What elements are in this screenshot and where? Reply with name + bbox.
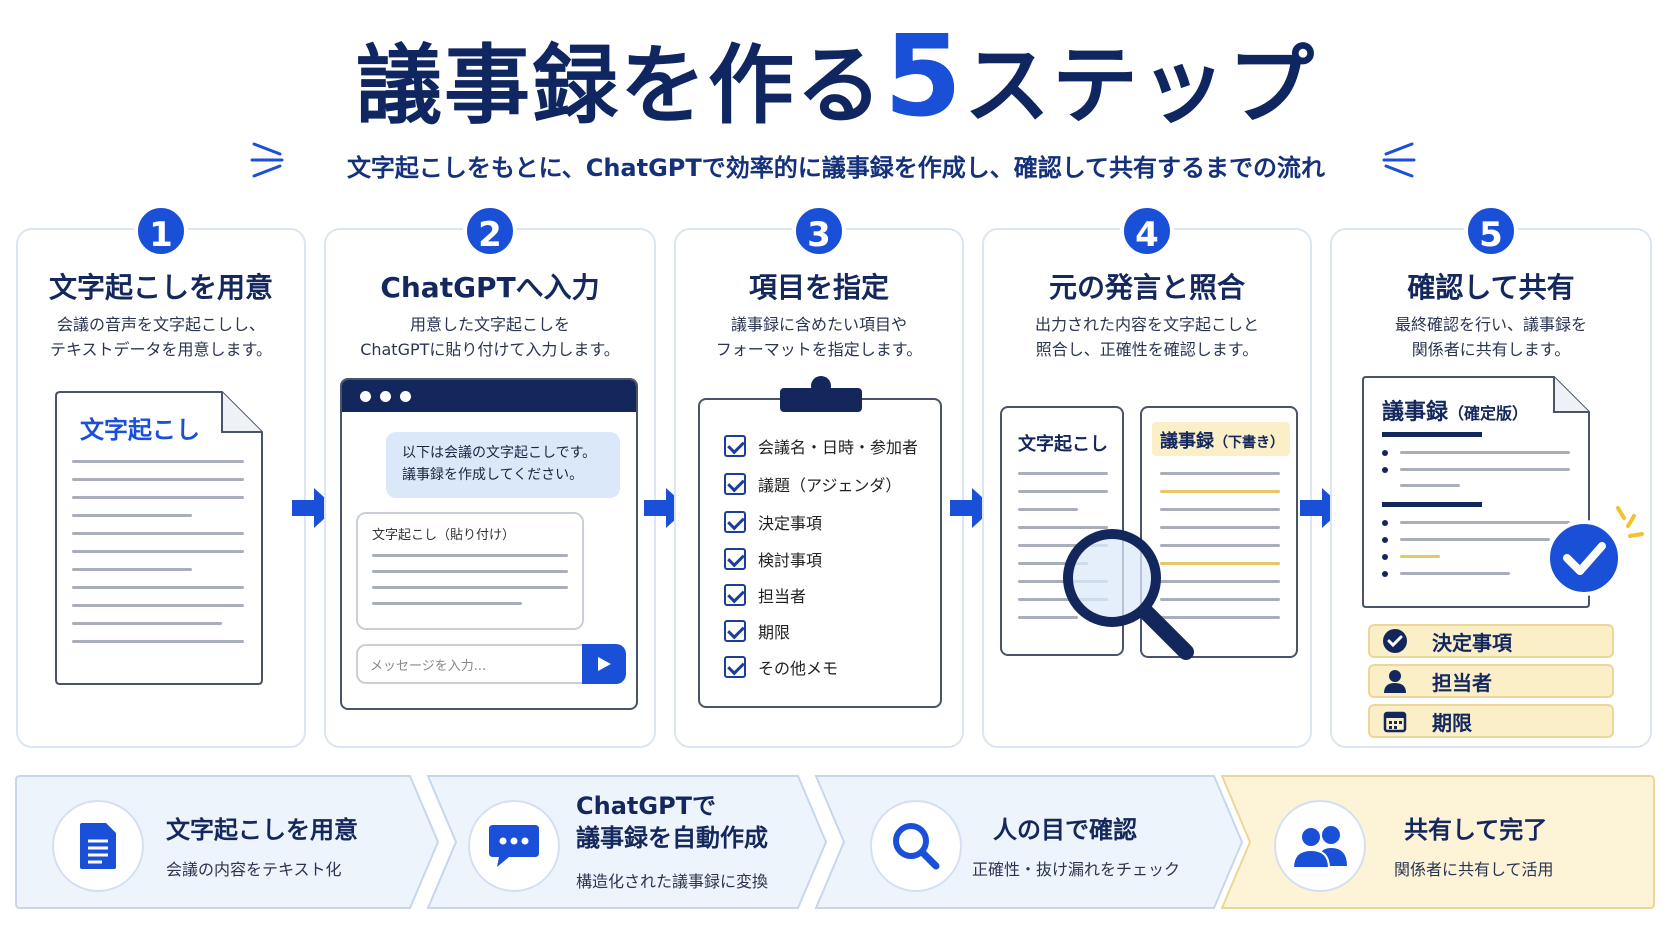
summary-subtitle: 構造化された議事録に変換 <box>576 872 769 891</box>
step-title: 元の発言と照合 <box>1048 271 1245 304</box>
checkbox-checked-icon <box>724 548 746 570</box>
step-number-badge: 3 <box>792 204 846 258</box>
checkbox-checked-icon <box>724 435 746 457</box>
page-title: 議事録を作る5ステップ <box>356 12 1316 142</box>
chat-icon <box>489 825 539 867</box>
step-number-badge: 2 <box>463 204 517 258</box>
search-icon <box>893 823 940 870</box>
checkbox-checked-icon <box>724 656 746 678</box>
checkbox-checked-icon <box>724 584 746 606</box>
draft-title-label: 議事録（下書き） <box>1152 422 1290 456</box>
summary-item-2: ChatGPTで議事録を自動作成 構造化された議事録に変換 <box>440 778 820 913</box>
checklist-item: 会議名・日時・参加者 <box>724 434 918 458</box>
window-titlebar <box>342 380 636 412</box>
users-icon <box>1291 826 1347 868</box>
step-card-3: 3 項目を指定 議事録に含めたい項目やフォーマットを指定します。 会議名・日時・… <box>674 204 964 748</box>
window-dot-icon <box>360 390 371 402</box>
tag-decisions: 決定事項 <box>1368 624 1614 658</box>
step-title: 確認して共有 <box>1407 271 1575 304</box>
checkbox-checked-icon <box>724 511 746 533</box>
step-description: 出力された内容を文字起こしと照合し、正確性を確認します。 <box>1034 315 1259 359</box>
summary-subtitle: 正確性・抜け漏れをチェック <box>972 860 1181 879</box>
summary-item-3: 人の目で確認 正確性・抜け漏れをチェック <box>828 778 1228 913</box>
paste-label: 文字起こし（貼り付け） <box>372 528 516 543</box>
checkbox-checked-icon <box>724 473 746 495</box>
summary-title: 文字起こしを用意 <box>166 816 358 844</box>
step-title: 項目を指定 <box>748 271 889 304</box>
right-deco-lines-icon <box>1382 142 1416 178</box>
summary-subtitle: 関係者に共有して活用 <box>1394 860 1554 879</box>
summary-item-1: 文字起こしを用意 会議の内容をテキスト化 <box>16 778 436 913</box>
pasted-transcript-box: 文字起こし（貼り付け） <box>356 512 584 630</box>
window-dot-icon <box>400 390 411 402</box>
clipboard-clip-icon <box>780 376 862 412</box>
document-icon <box>80 823 116 869</box>
step-number-badge: 5 <box>1464 204 1518 258</box>
window-dot-icon <box>380 390 391 402</box>
chat-window: 以下は会議の文字起こしです。議事録を作成してください。 文字起こし（貼り付け） … <box>340 378 638 710</box>
final-minutes-document: 議事録（確定版） <box>1360 374 1592 610</box>
document-page-icon <box>55 391 263 685</box>
step-title: 文字起こしを用意 <box>48 271 273 304</box>
document-title: 議事録（確定版） <box>1382 400 1529 425</box>
checkbox-checked-icon <box>724 620 746 642</box>
step-card-5: 5 確認して共有 最終確認を行い、議事録を関係者に共有します。 議事録（確定版） <box>1330 204 1652 748</box>
draft-minutes-sheet: 議事録（下書き） <box>1140 406 1298 658</box>
calendar-icon <box>1383 711 1407 733</box>
person-icon <box>1384 670 1406 693</box>
checklist-item: 決定事項 <box>724 510 822 534</box>
left-deco-lines-icon <box>250 142 284 178</box>
step-description: 会議の音声を文字起こしし、テキストデータを用意します。 <box>50 315 272 359</box>
checklist-item: 議題（アジェンダ） <box>724 472 901 496</box>
step-number-badge: 4 <box>1120 204 1174 258</box>
transcript-document: 文字起こし <box>52 388 266 688</box>
summary-title: 共有して完了 <box>1404 816 1548 844</box>
summary-title: ChatGPTで議事録を自動作成 <box>576 792 768 852</box>
send-button[interactable] <box>582 644 626 684</box>
checklist-item: 担当者 <box>724 583 806 607</box>
summary-subtitle: 会議の内容をテキスト化 <box>166 860 342 879</box>
step-description: 最終確認を行い、議事録を関係者に共有します。 <box>1394 315 1587 359</box>
document-title: 文字起こし <box>80 416 200 444</box>
step-title: ChatGPTへ入力 <box>380 271 600 304</box>
checklist-item: 期限 <box>724 619 790 643</box>
step-card-1: 1 文字起こしを用意 会議の音声を文字起こしし、テキストデータを用意します。 文… <box>16 204 306 748</box>
check-badge-icon <box>1383 629 1407 653</box>
summary-item-4: 共有して完了 関係者に共有して活用 <box>1236 778 1656 913</box>
summary-title: 人の目で確認 <box>993 816 1137 844</box>
sheet-title: 文字起こし <box>1018 434 1108 455</box>
step-number-badge: 1 <box>134 204 188 258</box>
input-placeholder: メッセージを入力... <box>370 659 487 674</box>
check-circle-icon <box>1546 506 1644 596</box>
page-subtitle: 文字起こしをもとに、ChatGPTで効率的に議事録を作成し、確認して共有するまで… <box>346 154 1326 182</box>
step-description: 議事録に含めたい項目やフォーマットを指定します。 <box>715 315 923 359</box>
clipboard: 会議名・日時・参加者 議題（アジェンダ） 決定事項 検討事項 担当者 期限 その… <box>698 376 942 708</box>
message-input[interactable]: メッセージを入力... <box>356 644 584 684</box>
checklist-item: その他メモ <box>724 655 838 679</box>
step-card-4: 4 元の発言と照合 出力された内容を文字起こしと照合し、正確性を確認します。 文… <box>982 204 1312 748</box>
checklist-item: 検討事項 <box>724 547 822 571</box>
tag-deadline: 期限 <box>1368 704 1614 738</box>
user-message-bubble: 以下は会議の文字起こしです。議事録を作成してください。 <box>386 432 620 498</box>
magnifier-icon <box>1063 529 1194 660</box>
tag-owner: 担当者 <box>1368 664 1614 698</box>
send-icon <box>598 657 611 671</box>
